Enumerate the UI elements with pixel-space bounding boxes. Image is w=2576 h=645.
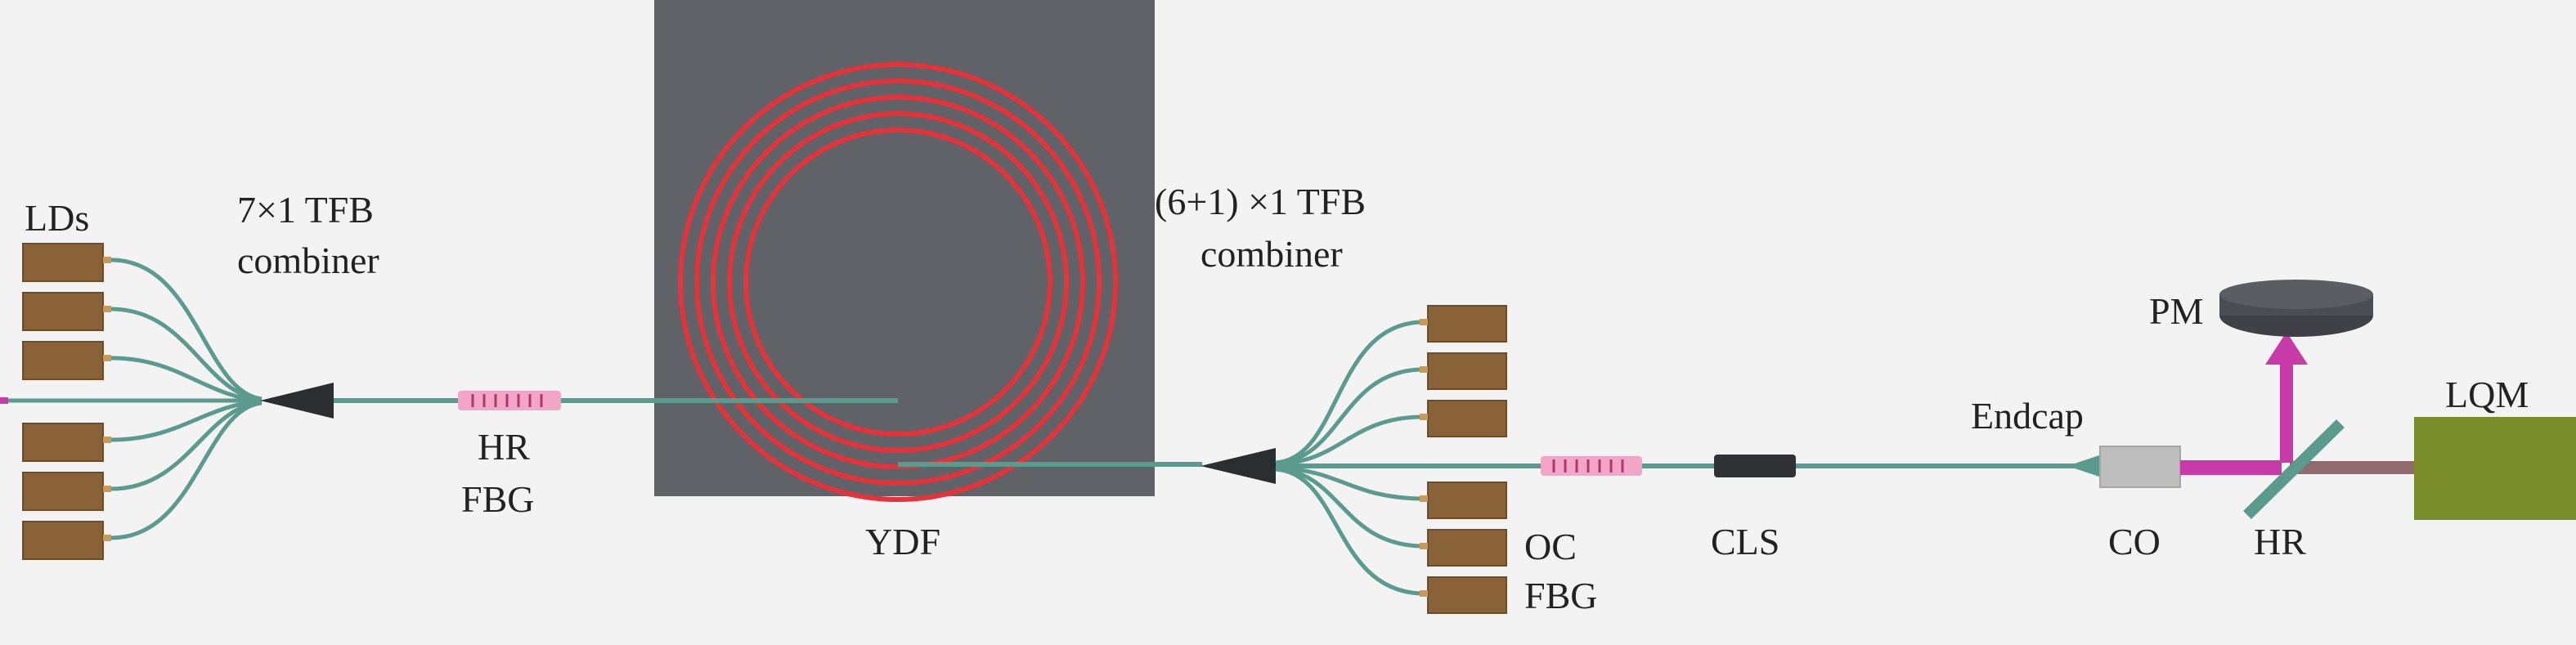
label-hr: HR bbox=[2254, 521, 2306, 562]
laser-diode bbox=[22, 292, 111, 331]
laser-diode bbox=[22, 472, 111, 511]
hr-fbg bbox=[458, 391, 561, 410]
combiner-6plus1x1 bbox=[1200, 448, 1276, 484]
laser-diode bbox=[1420, 482, 1507, 519]
left-pump-fibers bbox=[0, 258, 263, 540]
label-oc-fbg-line1: OC bbox=[1524, 526, 1577, 567]
fiber-tip bbox=[0, 397, 8, 404]
hr-mirror bbox=[2243, 419, 2345, 519]
endcap bbox=[2067, 455, 2102, 477]
laser-diode bbox=[1420, 529, 1507, 567]
right-laser-diodes bbox=[1420, 305, 1507, 614]
oc-fbg bbox=[1541, 456, 1642, 476]
label-pm: PM bbox=[2149, 290, 2203, 332]
power-meter bbox=[2219, 280, 2373, 337]
laser-diode bbox=[1420, 400, 1507, 437]
label-ydf: YDF bbox=[865, 521, 940, 562]
lqm bbox=[2414, 417, 2576, 520]
collimator bbox=[2099, 446, 2181, 488]
combiner-7x1 bbox=[260, 383, 334, 419]
laser-diode bbox=[22, 243, 111, 282]
label-combiner7-line1: 7×1 TFB bbox=[237, 189, 374, 231]
laser-diode bbox=[22, 341, 111, 380]
label-cls: CLS bbox=[1711, 521, 1779, 562]
label-lds: LDs bbox=[25, 197, 89, 239]
label-combiner61-line2: combiner bbox=[1200, 233, 1343, 275]
left-laser-diodes bbox=[22, 243, 111, 560]
beam-arrow bbox=[2265, 332, 2308, 365]
label-co: CO bbox=[2108, 521, 2161, 562]
laser-diode bbox=[22, 521, 111, 560]
label-combiner61-line1: (6+1) ×1 TFB bbox=[1155, 181, 1366, 222]
laser-diode bbox=[1420, 576, 1507, 614]
label-hr-fbg-line1: HR bbox=[478, 426, 530, 468]
laser-diode bbox=[1420, 352, 1507, 390]
ydf-coil bbox=[678, 62, 1118, 502]
label-combiner7-line2: combiner bbox=[237, 240, 379, 281]
label-lqm: LQM bbox=[2445, 374, 2529, 415]
label-hr-fbg-line2: FBG bbox=[461, 478, 534, 520]
label-endcap: Endcap bbox=[1971, 395, 2084, 437]
laser-diode bbox=[1420, 305, 1507, 343]
laser-diode bbox=[22, 423, 111, 462]
right-pump-fibers bbox=[1275, 320, 1420, 596]
cls bbox=[1714, 455, 1796, 477]
label-oc-fbg-line2: FBG bbox=[1524, 575, 1597, 616]
